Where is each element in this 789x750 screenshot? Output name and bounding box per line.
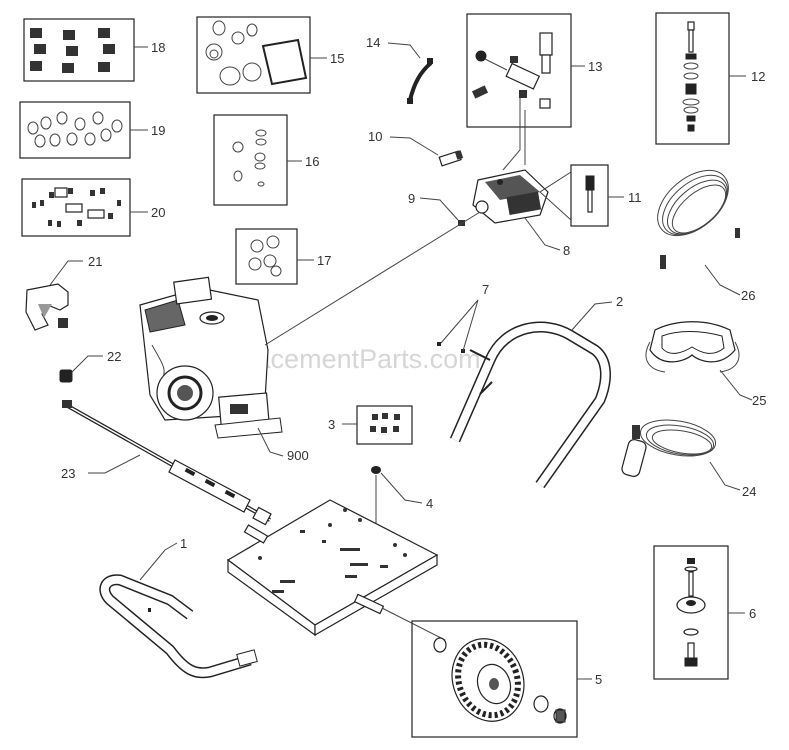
part-22-nozzle[interactable] (59, 369, 73, 383)
callout-19: 19 (151, 123, 165, 138)
callout-10: 10 (368, 129, 382, 144)
part-13-valve-assembly[interactable] (466, 13, 572, 128)
part-5-wheel[interactable] (411, 620, 578, 738)
callout-13: 13 (588, 59, 602, 74)
part-17-kit[interactable] (235, 228, 298, 285)
callout-8: 8 (563, 243, 570, 258)
callout-18: 18 (151, 40, 165, 55)
part-11-kit[interactable] (570, 164, 609, 227)
callout-21: 21 (88, 254, 102, 269)
part-8-pump[interactable] (472, 169, 549, 224)
part-21-spray-gun[interactable] (25, 283, 69, 331)
callout-15: 15 (330, 51, 344, 66)
part-4-washer[interactable] (371, 466, 381, 474)
callout-16: 16 (305, 154, 319, 169)
callout-20: 20 (151, 205, 165, 220)
callout-12: 12 (751, 69, 765, 84)
part-24-hose-connector[interactable] (621, 415, 719, 478)
part-10-fitting[interactable] (438, 150, 464, 167)
callout-4: 4 (426, 496, 433, 511)
callout-2: 2 (616, 294, 623, 309)
callout-14: 14 (366, 35, 380, 50)
callout-3: 3 (328, 417, 335, 432)
part-18-kit[interactable] (23, 18, 135, 82)
callout-1: 1 (180, 536, 187, 551)
part-25-goggles[interactable] (645, 321, 740, 373)
part-16-kit[interactable] (213, 114, 288, 206)
callout-26: 26 (741, 288, 755, 303)
part-14-hose[interactable] (407, 58, 433, 104)
part-15-kit[interactable] (196, 16, 311, 94)
part-6-bolt-kit[interactable] (653, 545, 729, 680)
callout-900: 900 (287, 448, 309, 463)
part-1-leg-frame[interactable] (99, 574, 258, 679)
part-26-hose[interactable] (646, 157, 741, 269)
callout-25: 25 (752, 393, 766, 408)
callout-6: 6 (749, 606, 756, 621)
callout-23: 23 (61, 466, 75, 481)
callout-22: 22 (107, 349, 121, 364)
callout-7: 7 (482, 282, 489, 297)
callout-9: 9 (408, 191, 415, 206)
part-19-kit[interactable] (19, 101, 131, 159)
part-900-engine[interactable] (139, 276, 283, 439)
callout-11: 11 (628, 190, 642, 205)
callout-17: 17 (317, 253, 331, 268)
callout-5: 5 (595, 672, 602, 687)
callout-24: 24 (742, 484, 756, 499)
part-3-screws[interactable] (356, 405, 413, 445)
base-frame-plate[interactable] (226, 499, 439, 637)
part-12-kit[interactable] (655, 12, 730, 145)
part-20-kit[interactable] (21, 178, 131, 237)
part-23-lance[interactable] (62, 400, 272, 526)
part-2-handle[interactable] (449, 321, 611, 489)
